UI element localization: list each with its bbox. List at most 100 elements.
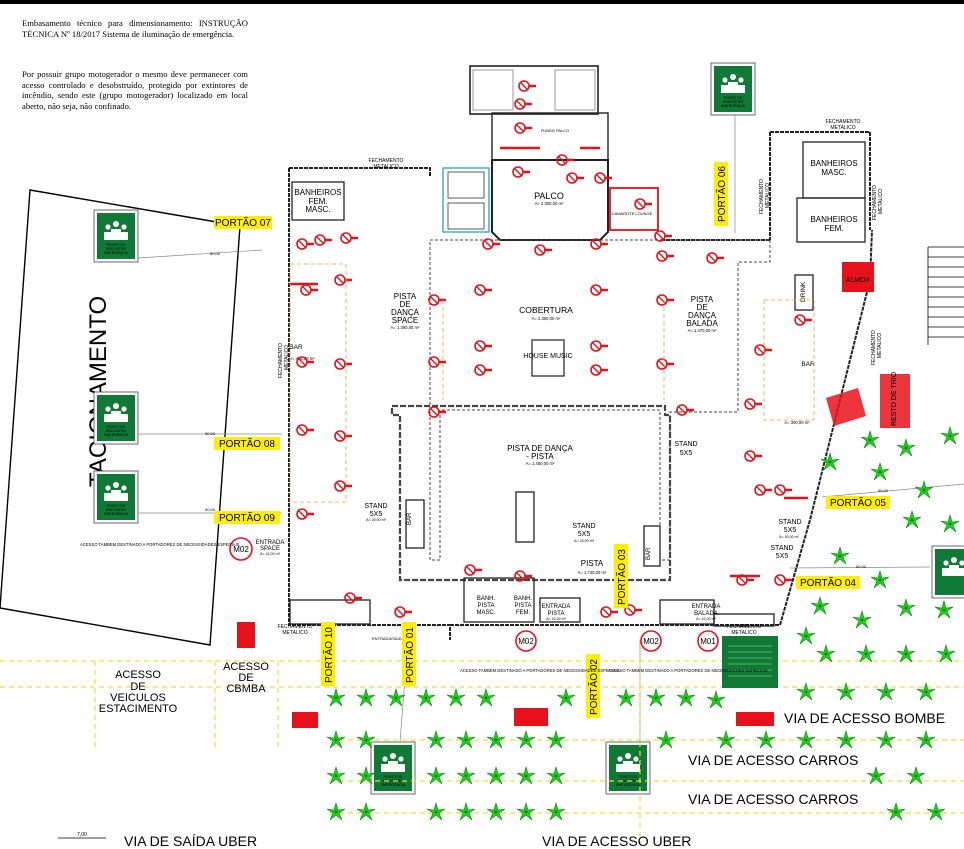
svg-text:MASC.: MASC. xyxy=(821,168,846,177)
svg-text:5X5: 5X5 xyxy=(776,553,789,560)
svg-text:DANÇA: DANÇA xyxy=(688,311,717,320)
svg-text:METALICO: METALICO xyxy=(830,125,855,131)
svg-text:A= 1.470,00 m²: A= 1.470,00 m² xyxy=(688,328,717,333)
svg-text:FECHAMENTO: FECHAMENTO xyxy=(872,185,878,220)
distance-label: 50,00 xyxy=(856,564,867,569)
svg-text:EMERGÊNCIA: EMERGÊNCIA xyxy=(104,250,129,255)
svg-text:A= 1.400,00 m²: A= 1.400,00 m² xyxy=(526,461,555,466)
svg-text:A= 42,00 m²: A= 42,00 m² xyxy=(696,617,716,621)
svg-text:EMERGÊNCIA: EMERGÊNCIA xyxy=(381,782,406,787)
access-road xyxy=(0,660,964,849)
svg-text:PISTA: PISTA xyxy=(548,611,565,617)
stage-label: PALCO xyxy=(534,191,564,201)
svg-text:BANH.: BANH. xyxy=(477,596,496,602)
svg-text:PISTA: PISTA xyxy=(394,292,417,301)
svg-text:A= 42,00 m²: A= 42,00 m² xyxy=(546,617,566,621)
svg-text:A= 2.300,00 m²: A= 2.300,00 m² xyxy=(532,316,561,321)
svg-text:METALICO: METALICO xyxy=(878,189,884,214)
svg-text:MASC.: MASC. xyxy=(476,610,495,616)
svg-text:M02: M02 xyxy=(233,545,249,554)
marker-m02: M02 xyxy=(229,537,253,561)
svg-text:A= 1.740,00 m²: A= 1.740,00 m² xyxy=(578,570,607,575)
svg-text:- PISTA: - PISTA xyxy=(526,452,554,461)
svg-text:DE: DE xyxy=(130,681,145,693)
svg-text:PISTA: PISTA xyxy=(478,603,495,609)
svg-text:A= 405,00 m²: A= 405,00 m² xyxy=(289,356,315,361)
svg-text:PORTÃO 09: PORTÃO 09 xyxy=(219,511,275,524)
gate-05: PORTÃO 05 xyxy=(826,496,890,509)
svg-text:STAND: STAND xyxy=(572,523,595,530)
svg-text:STAND: STAND xyxy=(778,519,801,526)
distance-label: 50,00 xyxy=(205,431,216,436)
gate-06: PORTÃO 06 xyxy=(714,162,728,226)
meeting-point-icon: PONTO DE ENCONTRO EMERGÊNCIA xyxy=(93,391,139,445)
svg-text:EMERGÊNCIA: EMERGÊNCIA xyxy=(104,432,129,437)
svg-text:DE: DE xyxy=(399,300,410,309)
red-marker xyxy=(736,712,774,726)
red-marker xyxy=(237,622,255,648)
stair-structure xyxy=(927,246,964,345)
svg-text:ENTRADA: ENTRADA xyxy=(692,604,721,610)
meeting-point-icon: PONTO DE ENCONTRO EMERGÊNCIA xyxy=(710,62,756,116)
svg-text:FECHAMENTO: FECHAMENTO xyxy=(759,179,765,214)
svg-text:A= 25,00 m²: A= 25,00 m² xyxy=(574,539,594,543)
svg-text:EMERGÊNCIA: EMERGÊNCIA xyxy=(616,782,641,787)
red-marker xyxy=(514,708,548,726)
svg-text:BANHEIROS: BANHEIROS xyxy=(810,215,857,224)
svg-text:PORTÃO 10: PORTÃO 10 xyxy=(322,627,335,683)
svg-text:PONTO DE: PONTO DE xyxy=(384,775,403,779)
svg-text:HOUSE MUSIC: HOUSE MUSIC xyxy=(523,353,572,360)
svg-text:ENCONTRO: ENCONTRO xyxy=(106,247,127,251)
meeting-point-icon xyxy=(931,545,964,599)
svg-text:5X5: 5X5 xyxy=(370,511,383,518)
svg-text:ENCONTRO: ENCONTRO xyxy=(106,429,127,433)
svg-text:FECHAMENTO: FECHAMENTO xyxy=(727,624,762,630)
svg-text:FECHAMENTO: FECHAMENTO xyxy=(278,624,313,630)
svg-text:METALICO: METALICO xyxy=(877,333,883,358)
svg-text:M02: M02 xyxy=(643,637,659,646)
accessibility-note: ACESSO TAMBEM DESTINADO A PORTADORES DE … xyxy=(460,668,620,673)
svg-text:METALICO: METALICO xyxy=(731,630,756,636)
svg-text:RESTO DE TRIO: RESTO DE TRIO xyxy=(891,371,898,426)
svg-text:5X5: 5X5 xyxy=(578,531,591,538)
info-board xyxy=(722,636,778,688)
via-carros-label: VIA DE ACESSO CARROS xyxy=(688,791,858,807)
svg-text:FEM.: FEM. xyxy=(308,197,327,206)
svg-text:STAND: STAND xyxy=(770,545,793,552)
svg-text:FEM.: FEM. xyxy=(516,610,531,616)
svg-text:METALICO: METALICO xyxy=(282,630,307,636)
via-bombeiros-label: VIA DE ACESSO BOMBE xyxy=(784,710,945,726)
accessibility-note: ACESSO TAMBEM DESTINADO A PORTADORES DE … xyxy=(608,668,768,673)
marker-m01: M01 xyxy=(697,630,719,652)
svg-text:BALADA: BALADA xyxy=(694,611,718,617)
svg-text:DE: DE xyxy=(696,303,707,312)
svg-text:PORTÃO 02: PORTÃO 02 xyxy=(587,659,600,715)
svg-text:STAND: STAND xyxy=(364,503,387,510)
meeting-point-icon: PONTO DE ENCONTRO EMERGÊNCIA xyxy=(93,209,139,263)
svg-text:FECHAMENTO: FECHAMENTO xyxy=(369,158,404,164)
via-acesso-uber-label: VIA DE ACESSO UBER xyxy=(542,833,691,849)
svg-text:ALMOX: ALMOX xyxy=(846,277,871,284)
svg-text:M02: M02 xyxy=(518,637,534,646)
svg-text:M01: M01 xyxy=(700,637,716,646)
svg-text:PISTA: PISTA xyxy=(581,559,604,568)
via-carros-label: VIA DE ACESSO CARROS xyxy=(688,752,858,768)
via-saida-uber-label: VIA DE SAÍDA UBER xyxy=(124,833,257,849)
svg-text:A= 300,00 m²: A= 300,00 m² xyxy=(784,420,810,425)
svg-text:PORTÃO 01: PORTÃO 01 xyxy=(403,627,416,683)
red-hatch-area xyxy=(826,388,866,426)
partition-lines xyxy=(289,263,815,503)
svg-text:FEM.: FEM. xyxy=(824,224,843,233)
svg-text:METALICO: METALICO xyxy=(373,164,398,170)
fire-alarm-lines xyxy=(290,146,808,578)
svg-text:BANH.: BANH. xyxy=(514,596,533,602)
house-music-booth xyxy=(531,339,565,377)
svg-text:STAND: STAND xyxy=(674,441,697,448)
svg-text:A= 50,00 m²: A= 50,00 m² xyxy=(779,535,799,539)
interior-blocks xyxy=(289,141,866,627)
red-marker xyxy=(292,712,318,728)
svg-text:CBMBA: CBMBA xyxy=(226,683,266,695)
svg-text:BALADA: BALADA xyxy=(686,319,718,328)
marker-m02: M02 xyxy=(640,630,662,652)
svg-text:BANHEIROS: BANHEIROS xyxy=(810,159,857,168)
